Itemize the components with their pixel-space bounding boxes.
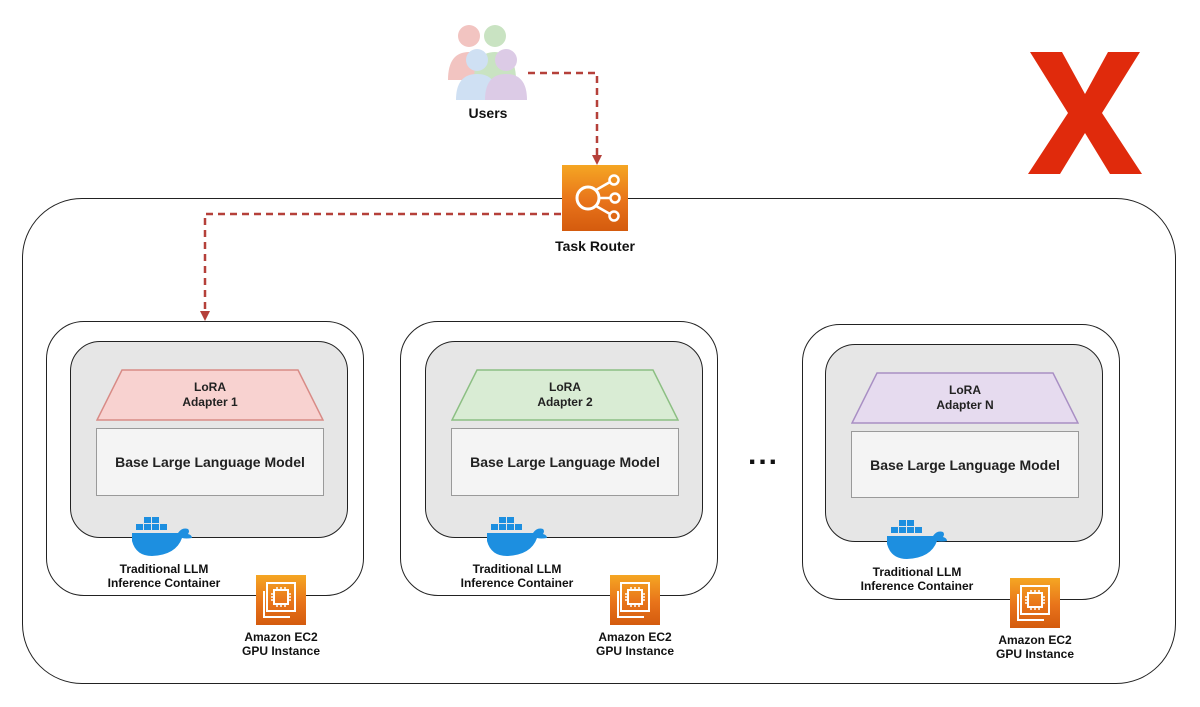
container-caption-n-line2: Inference Container	[860, 579, 974, 593]
more-instances-ellipsis: ...	[748, 438, 780, 471]
ec2-caption-1-line1: Amazon EC2	[244, 630, 318, 644]
red-x-icon	[1028, 52, 1142, 174]
lora-adapter-2-line1: LoRA	[549, 380, 581, 394]
lora-adapter-n-label: LoRA Adapter N	[851, 383, 1079, 413]
lora-adapter-n-line1: LoRA	[949, 383, 981, 397]
container-caption-1-line1: Traditional LLM	[119, 562, 209, 576]
base-llm-n: Base Large Language Model	[851, 431, 1079, 498]
lora-adapter-n-shape	[851, 372, 1079, 424]
ec2-instance-icon	[256, 575, 306, 625]
users-label: Users	[468, 105, 508, 121]
lora-adapter-n	[851, 372, 1079, 424]
lora-adapter-2-label: LoRA Adapter 2	[451, 380, 679, 410]
ec2-caption-2-line2: GPU Instance	[595, 644, 675, 658]
base-llm-1: Base Large Language Model	[96, 428, 324, 496]
lora-adapter-1-line1: LoRA	[194, 380, 226, 394]
lora-adapter-1	[96, 369, 324, 421]
container-caption-2-line2: Inference Container	[460, 576, 574, 590]
ec2-caption-n-line2: GPU Instance	[995, 647, 1075, 661]
ec2-caption-n-line1: Amazon EC2	[998, 633, 1072, 647]
container-caption-n: Traditional LLM Inference Container	[849, 565, 985, 593]
lora-adapter-1-label: LoRA Adapter 1	[96, 380, 324, 410]
lora-adapter-1-line2: Adapter 1	[182, 395, 238, 409]
docker-whale-icon	[887, 520, 947, 559]
container-caption-n-line1: Traditional LLM	[872, 565, 962, 579]
ec2-caption-n: Amazon EC2 GPU Instance	[980, 633, 1090, 661]
container-caption-1-line2: Inference Container	[107, 576, 221, 590]
ec2-instance-icon	[1010, 578, 1060, 628]
docker-whale-icon	[487, 517, 547, 556]
ec2-caption-1: Amazon EC2 GPU Instance	[226, 630, 336, 658]
ec2-caption-2: Amazon EC2 GPU Instance	[580, 630, 690, 658]
task-router-icon	[562, 165, 628, 231]
lora-adapter-1-shape	[96, 369, 324, 421]
base-llm-2: Base Large Language Model	[451, 428, 679, 496]
container-caption-2-line1: Traditional LLM	[472, 562, 562, 576]
lora-adapter-2-shape	[451, 369, 679, 421]
container-caption-1: Traditional LLM Inference Container	[96, 562, 232, 590]
lora-adapter-n-line2: Adapter N	[936, 398, 994, 412]
users-group-icon	[448, 25, 527, 100]
container-caption-2: Traditional LLM Inference Container	[449, 562, 585, 590]
users-to-router-connector	[528, 71, 602, 165]
ec2-caption-2-line1: Amazon EC2	[598, 630, 672, 644]
lora-adapter-2-line2: Adapter 2	[537, 395, 593, 409]
ec2-caption-1-line2: GPU Instance	[241, 644, 321, 658]
router-to-instance-connector	[200, 212, 561, 321]
task-router-label: Task Router	[555, 238, 635, 254]
docker-whale-icon	[132, 517, 192, 556]
ec2-instance-icon	[610, 575, 660, 625]
lora-adapter-2	[451, 369, 679, 421]
